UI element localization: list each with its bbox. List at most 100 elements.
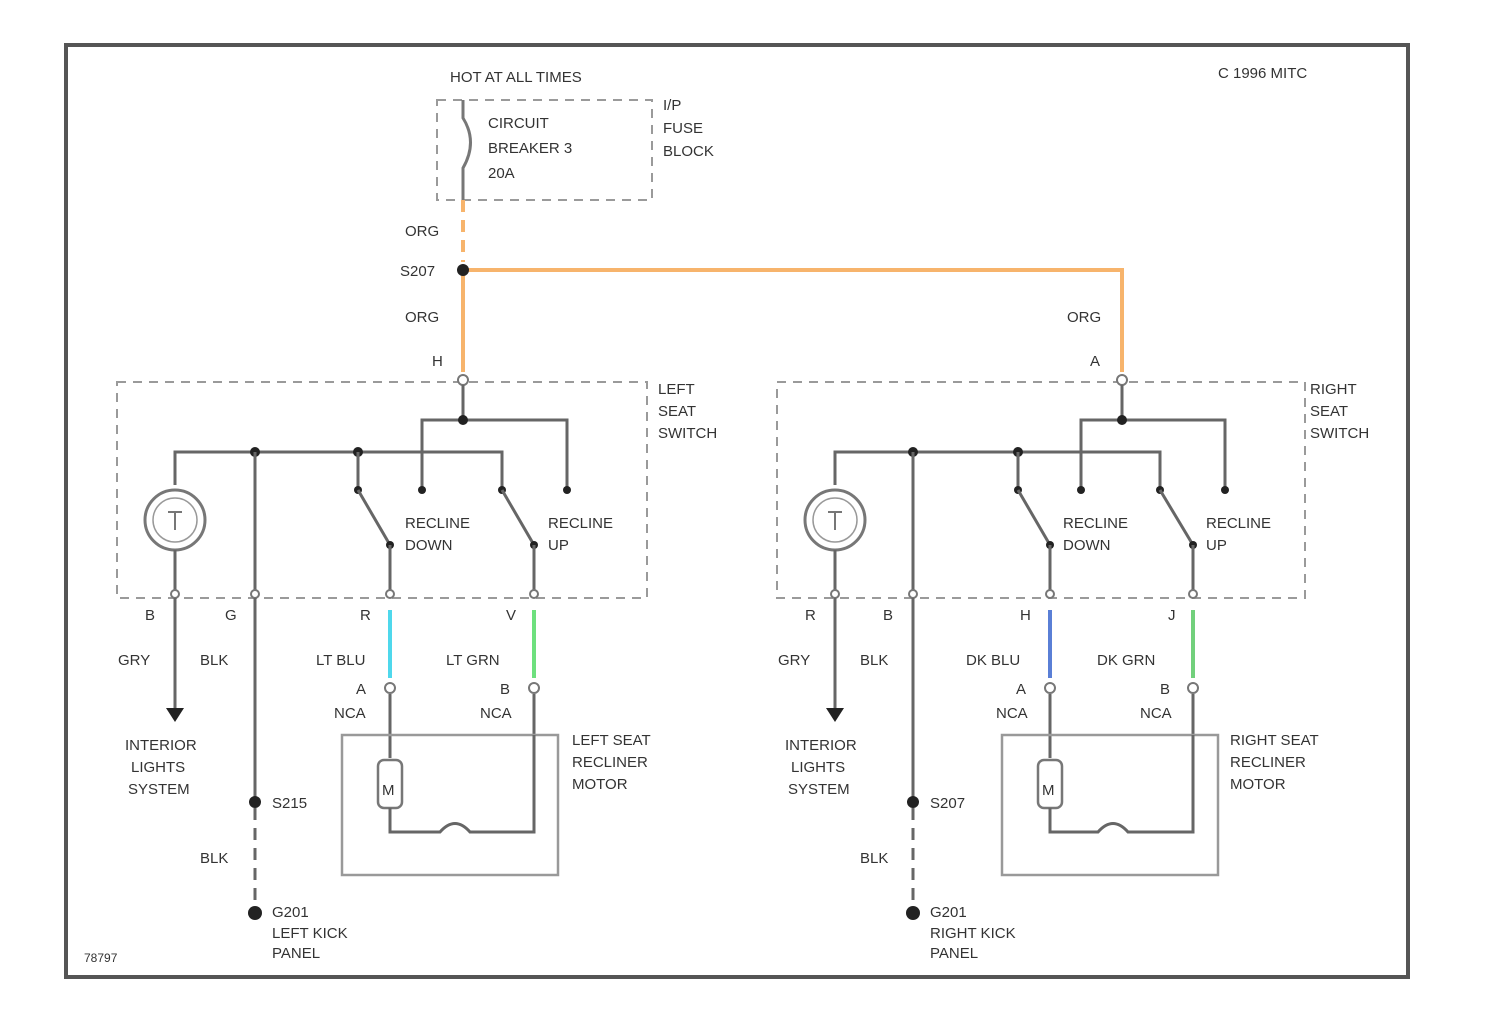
right-conn-b: B [1160, 681, 1170, 698]
left-blk-label: BLK [200, 652, 228, 669]
right-recline-up-2: UP [1206, 537, 1227, 554]
hot-at-all-times-label: HOT AT ALL TIMES [450, 69, 582, 86]
right-splice-label: S207 [930, 795, 965, 812]
fuse-block-label-1: I/P [663, 97, 681, 114]
left-splice-label: S215 [272, 795, 307, 812]
right-pin-j: J [1168, 607, 1176, 624]
left-pin-v: V [506, 607, 516, 624]
right-motor-label-3: MOTOR [1230, 776, 1286, 793]
right-motor-label-2: RECLINER [1230, 754, 1306, 771]
right-nca-a: NCA [996, 705, 1028, 722]
left-conn-b: B [500, 681, 510, 698]
recline-up-switch-icon [1160, 490, 1193, 545]
right-switch-label-2: SEAT [1310, 403, 1348, 420]
left-ground-1: G201 [272, 904, 309, 921]
left-seat-switch: H LEFT SEAT SWITCH RECLINE DOWN RECLINE … [117, 353, 717, 624]
fuse-block-label-3: BLOCK [663, 143, 714, 160]
left-motor-m: M [382, 782, 395, 799]
left-blk-lower-label: BLK [200, 850, 228, 867]
right-pin-b: B [883, 607, 893, 624]
right-gry-label: GRY [778, 652, 810, 669]
left-switch-label-1: LEFT [658, 381, 695, 398]
recline-up-switch-icon [502, 490, 534, 545]
breaker-label-3: 20A [488, 165, 515, 182]
recline-down-switch-icon [358, 490, 390, 545]
left-conn-a: A [356, 681, 366, 698]
right-switch-label-3: SWITCH [1310, 425, 1369, 442]
left-wire-b-label: LT GRN [446, 652, 500, 669]
left-interior-2: LIGHTS [131, 759, 185, 776]
switch-illumination-lamp-icon [145, 490, 205, 590]
arrow-down-icon [166, 708, 184, 722]
left-nca-b: NCA [480, 705, 512, 722]
fuse-block-label-2: FUSE [663, 120, 703, 137]
recline-down-switch-icon [1018, 490, 1050, 545]
right-nca-b: NCA [1140, 705, 1172, 722]
right-pin-h: H [1020, 607, 1031, 624]
right-blk-label: BLK [860, 652, 888, 669]
right-interior-2: LIGHTS [791, 759, 845, 776]
right-pin-r: R [805, 607, 816, 624]
right-pin-top-label: A [1090, 353, 1100, 370]
right-ground-3: PANEL [930, 945, 978, 962]
org-feed-wires: ORG S207 ORG ORG [400, 200, 1122, 372]
diagram-frame [66, 45, 1408, 977]
fuse-block: CIRCUIT BREAKER 3 20A I/P FUSE BLOCK [437, 97, 714, 200]
org-top-label: ORG [405, 223, 439, 240]
right-motor-m: M [1042, 782, 1055, 799]
left-recline-up-2: UP [548, 537, 569, 554]
left-motor-label-2: RECLINER [572, 754, 648, 771]
org-right-label: ORG [1067, 309, 1101, 326]
left-pin-b: B [145, 607, 155, 624]
right-lower-wiring: GRY INTERIOR LIGHTS SYSTEM BLK S207 BLK … [778, 598, 1198, 962]
right-wire-b-label: DK GRN [1097, 652, 1155, 669]
arrow-down-icon [826, 708, 844, 722]
breaker-label-2: BREAKER 3 [488, 140, 572, 157]
left-pin-top-label: H [432, 353, 443, 370]
left-wire-a-label: LT BLU [316, 652, 365, 669]
left-ground-3: PANEL [272, 945, 320, 962]
right-interior-3: SYSTEM [788, 781, 850, 798]
right-recline-down-1: RECLINE [1063, 515, 1128, 532]
right-recline-down-2: DOWN [1063, 537, 1111, 554]
right-conn-a: A [1016, 681, 1026, 698]
org-left-label: ORG [405, 309, 439, 326]
right-wire-a-label: DK BLU [966, 652, 1020, 669]
left-ground-2: LEFT KICK [272, 925, 348, 942]
left-motor-label-3: MOTOR [572, 776, 628, 793]
circuit-breaker-icon [463, 100, 471, 200]
right-ground-1: G201 [930, 904, 967, 921]
left-splice-dot [249, 796, 261, 808]
breaker-label-1: CIRCUIT [488, 115, 549, 132]
left-recline-up-1: RECLINE [548, 515, 613, 532]
switch-illumination-lamp-icon [805, 490, 865, 590]
left-pin-g: G [225, 607, 237, 624]
left-recliner-motor: M LEFT SEAT RECLINER MOTOR [342, 732, 651, 875]
left-lower-wiring: GRY INTERIOR LIGHTS SYSTEM BLK S215 BLK … [118, 598, 539, 962]
left-pin-r: R [360, 607, 371, 624]
splice-label: S207 [400, 263, 435, 280]
left-nca-a: NCA [334, 705, 366, 722]
left-recline-down-1: RECLINE [405, 515, 470, 532]
left-gry-label: GRY [118, 652, 150, 669]
right-splice-dot [907, 796, 919, 808]
right-blk-lower-label: BLK [860, 850, 888, 867]
right-interior-1: INTERIOR [785, 737, 857, 754]
org-wire-right [463, 270, 1122, 372]
right-seat-switch: A RIGHT SEAT SWITCH RECLINE DOWN RECLINE… [777, 353, 1369, 624]
figure-id: 78797 [84, 951, 118, 965]
left-switch-label-3: SWITCH [658, 425, 717, 442]
right-switch-label-1: RIGHT [1310, 381, 1357, 398]
right-motor-label-1: RIGHT SEAT [1230, 732, 1319, 749]
left-switch-label-2: SEAT [658, 403, 696, 420]
right-recline-up-1: RECLINE [1206, 515, 1271, 532]
splice-s207-dot [457, 264, 469, 276]
left-ground-icon [248, 906, 262, 920]
copyright-label: C 1996 MITC [1218, 65, 1307, 82]
left-interior-1: INTERIOR [125, 737, 197, 754]
left-interior-3: SYSTEM [128, 781, 190, 798]
right-ground-icon [906, 906, 920, 920]
left-recline-down-2: DOWN [405, 537, 453, 554]
left-motor-label-1: LEFT SEAT [572, 732, 651, 749]
